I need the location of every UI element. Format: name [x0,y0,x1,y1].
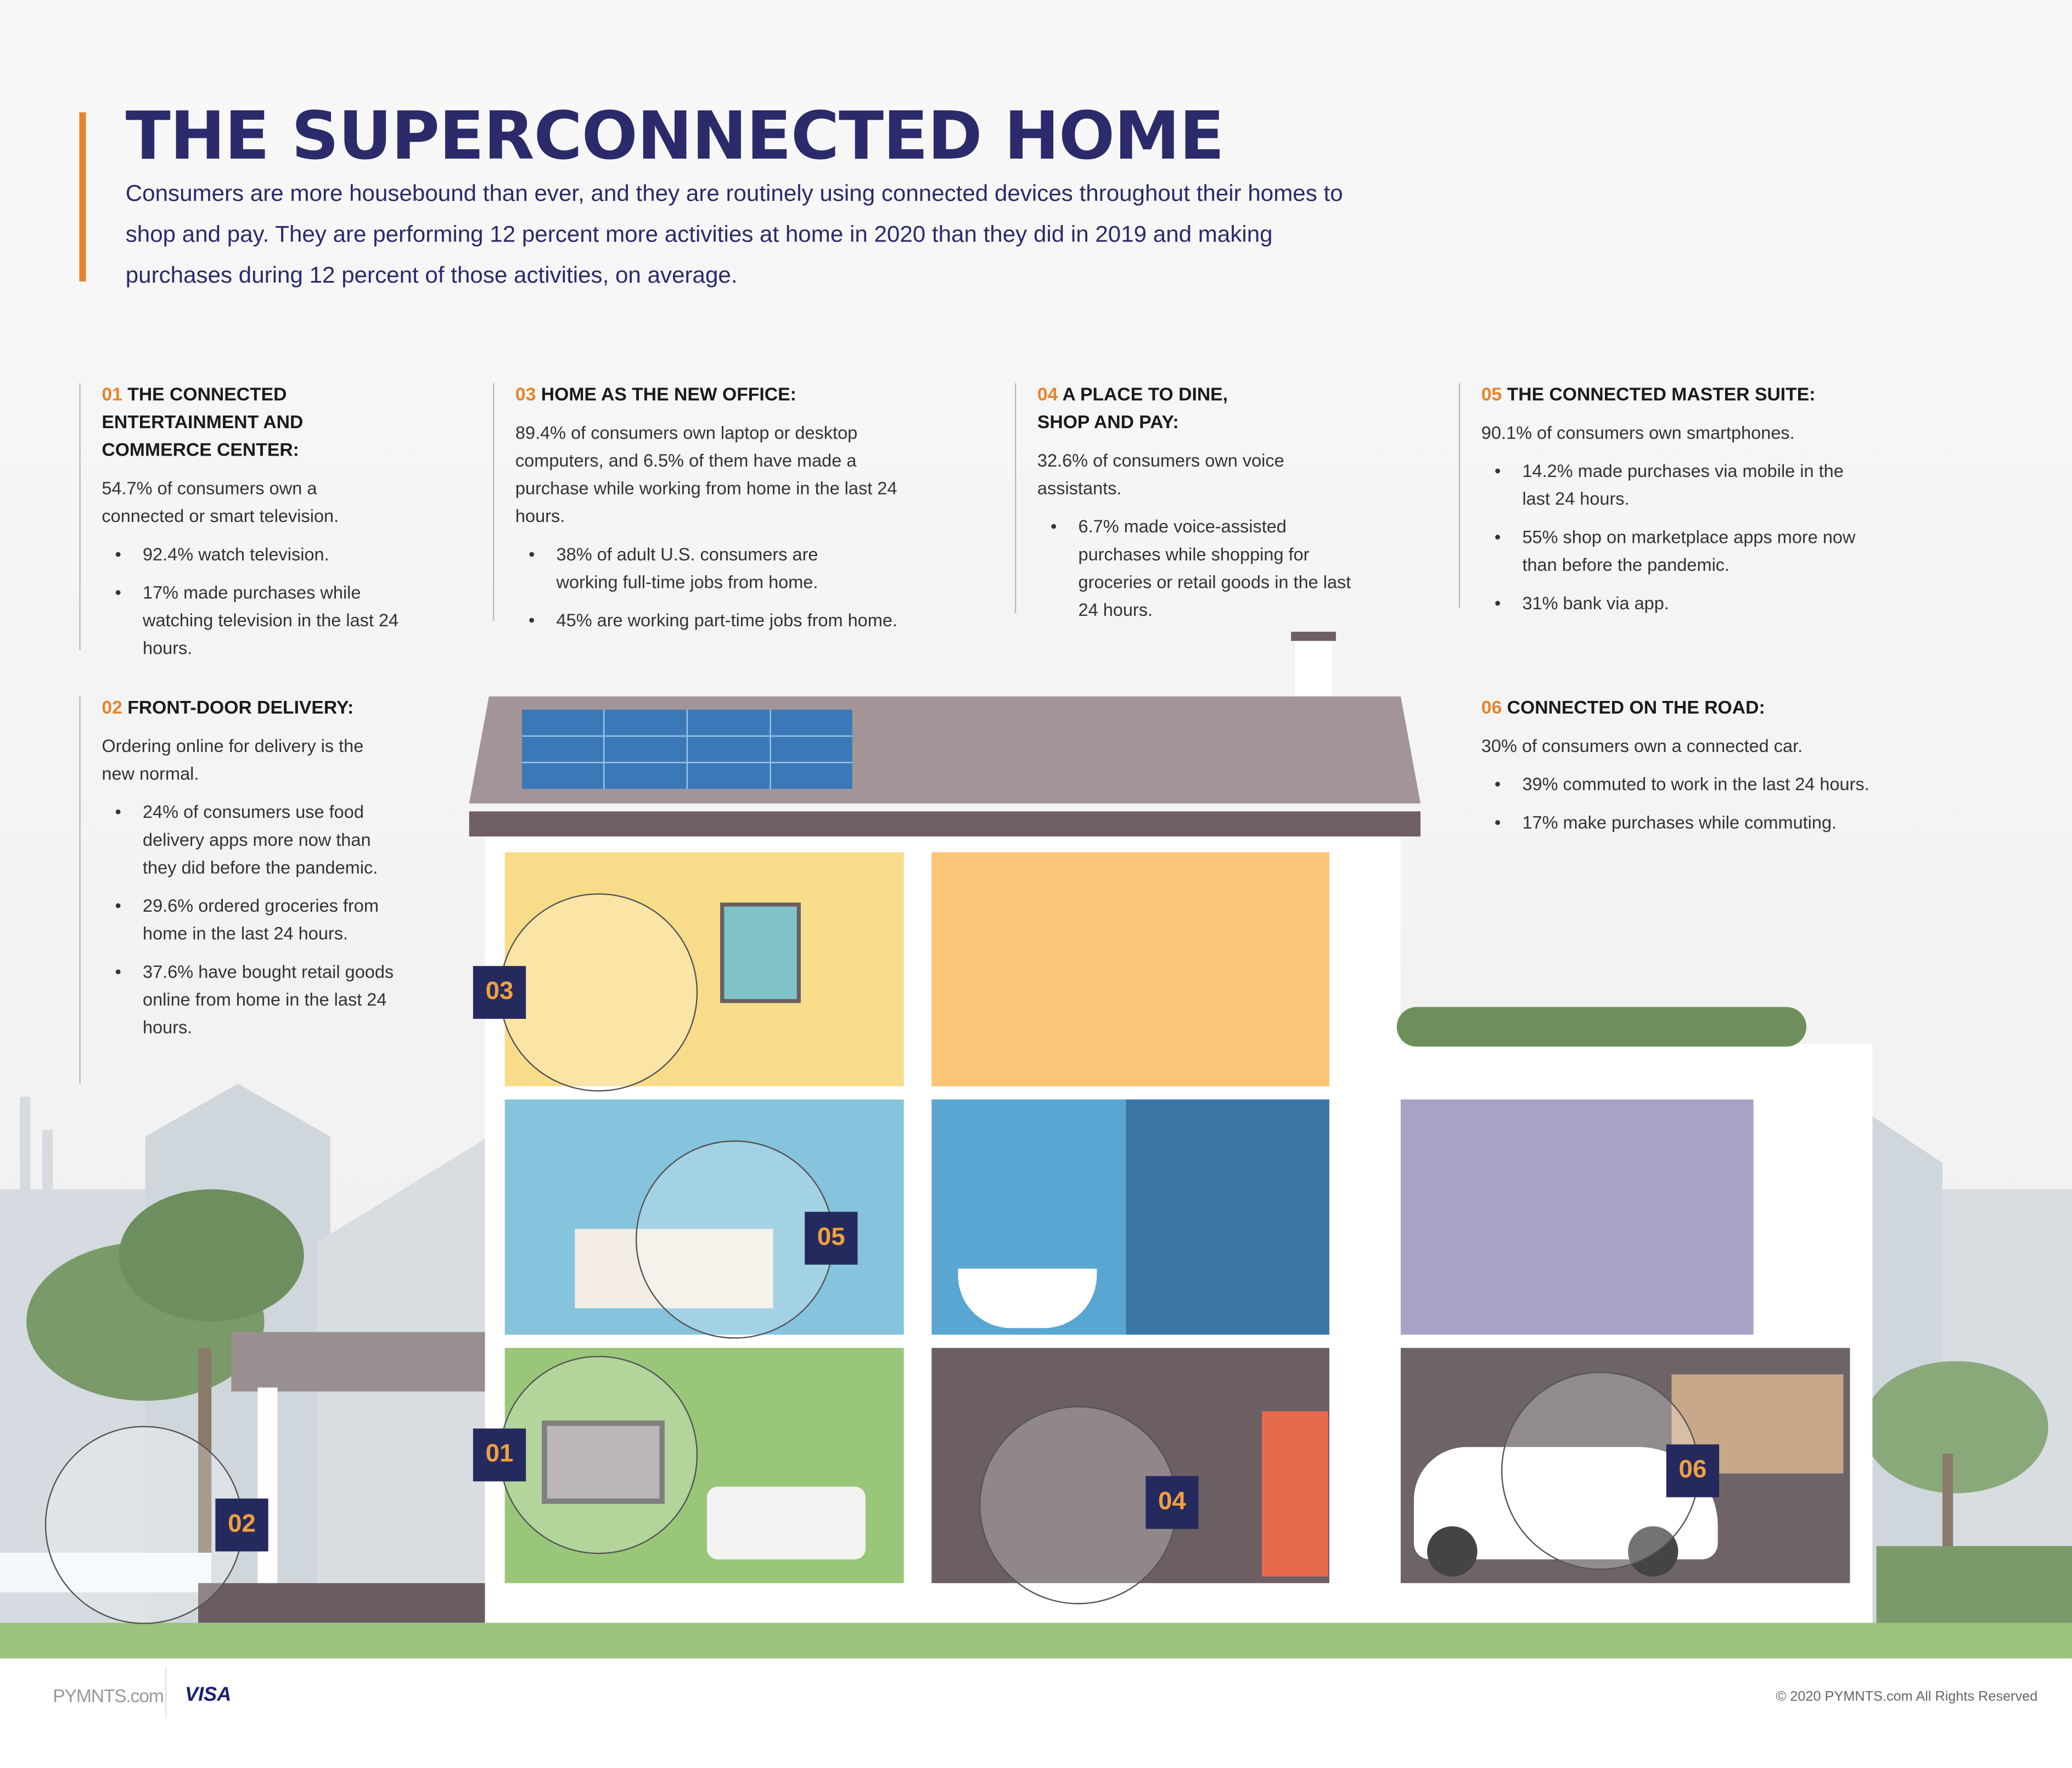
badge-01[interactable]: 01 [473,1428,526,1481]
section-number: 02 [102,696,122,718]
section-03: 03 HOME AS THE NEW OFFICE: 89.4% of cons… [515,380,951,645]
bullet: 38% of adult U.S. consumers are working … [529,541,874,596]
bullet: 92.4% watch television. [115,541,399,569]
section-intro: 32.6% of consumers own voice assistants. [1037,450,1284,498]
roof-garden [1396,1007,1807,1047]
section-intro: 30% of consumers own a connected car. [1481,736,1803,756]
highlight-circle-04 [979,1406,1178,1604]
fridge [1262,1411,1328,1577]
divider [492,383,495,621]
section-title: HOME AS THE NEW OFFICE: [541,383,796,405]
badge-04[interactable]: 04 [1146,1476,1199,1529]
porch-post [257,1387,278,1586]
room-kids [931,852,1329,1086]
section-number: 05 [1481,383,1502,405]
room-laundry [1400,1099,1754,1335]
divider [165,1668,167,1718]
section-intro: 89.4% of consumers own laptop or desktop… [515,423,897,526]
visa-logo: VISA [185,1683,232,1707]
bullet: 17% made purchases while watching televi… [115,579,399,662]
section-title: THE CONNECTED MASTER SUITE: [1507,383,1816,405]
section-number: 06 [1481,696,1502,718]
roof [469,631,1421,837]
divider [1458,383,1461,608]
section-intro: Ordering online for delivery is the new … [102,736,364,784]
room-bath2 [1126,1099,1329,1335]
bullet: 17% make purchases while commuting. [1495,809,1944,837]
bullet: 55% shop on marketplace apps more now th… [1495,523,1859,579]
section-01: 01 THE CONNECTED ENTERTAINMENT AND COMME… [102,380,399,672]
section-title: A PLACE TO DINE, SHOP AND PAY: [1037,383,1228,433]
highlight-circle-03 [499,893,698,1092]
section-06: 06 CONNECTED ON THE ROAD: 30% of consume… [1481,694,1944,847]
section-intro: 54.7% of consumers own a connected or sm… [102,478,339,526]
section-04: 04 A PLACE TO DINE, SHOP AND PAY: 32.6% … [1037,380,1355,634]
section-number: 01 [102,383,122,405]
porch-roof [231,1332,489,1392]
badge-05[interactable]: 05 [805,1211,858,1265]
divider [79,696,81,1084]
divider [79,383,81,650]
bullet: 14.2% made purchases via mobile in the l… [1495,457,1846,513]
bullet: 24% of consumers use food delivery apps … [115,798,394,882]
intro-text: Consumers are more housebound than ever,… [125,179,1343,288]
section-title: CONNECTED ON THE ROAD: [1507,696,1765,718]
section-number: 04 [1037,383,1058,405]
bullet: 31% bank via app. [1495,590,1878,618]
bullet: 6.7% made voice-assisted purchases while… [1051,513,1355,624]
sofa [707,1486,866,1559]
page-title: THE SUPERCONNECTED HOME [125,98,1225,175]
bullet: 45% are working part-time jobs from home… [529,607,952,635]
accent-bar [79,112,86,282]
footer-bar [0,1658,2072,1768]
section-title: THE CONNECTED ENTERTAINMENT AND COMMERCE… [102,383,304,460]
section-intro: 90.1% of consumers own smartphones. [1481,423,1795,443]
bathtub [958,1269,1097,1328]
car-wheel [1427,1526,1478,1577]
section-title: FRONT-DOOR DELIVERY: [127,696,354,718]
section-05: 05 THE CONNECTED MASTER SUITE: 90.1% of … [1481,380,1878,627]
window [720,902,801,1003]
badge-06[interactable]: 06 [1666,1444,1720,1497]
copyright: © 2020 PYMNTS.com All Rights Reserved [1776,1688,2038,1705]
bullet: 39% commuted to work in the last 24 hour… [1495,771,1944,799]
highlight-circle-01 [499,1356,698,1554]
highlight-circle-02 [44,1425,243,1624]
bullet: 37.6% have bought retail goods online fr… [115,958,394,1041]
porch-step [198,1583,489,1623]
highlight-circle-05 [636,1140,834,1339]
divider [1014,383,1017,614]
bullet: 29.6% ordered groceries from home in the… [115,892,394,947]
badge-03[interactable]: 03 [473,966,526,1019]
pymnts-logo: PYMNTS.com [53,1685,164,1707]
ground [0,1623,2072,1659]
badge-02[interactable]: 02 [215,1498,268,1552]
section-number: 03 [515,383,536,405]
section-02: 02 FRONT-DOOR DELIVERY: Ordering online … [102,694,399,1052]
